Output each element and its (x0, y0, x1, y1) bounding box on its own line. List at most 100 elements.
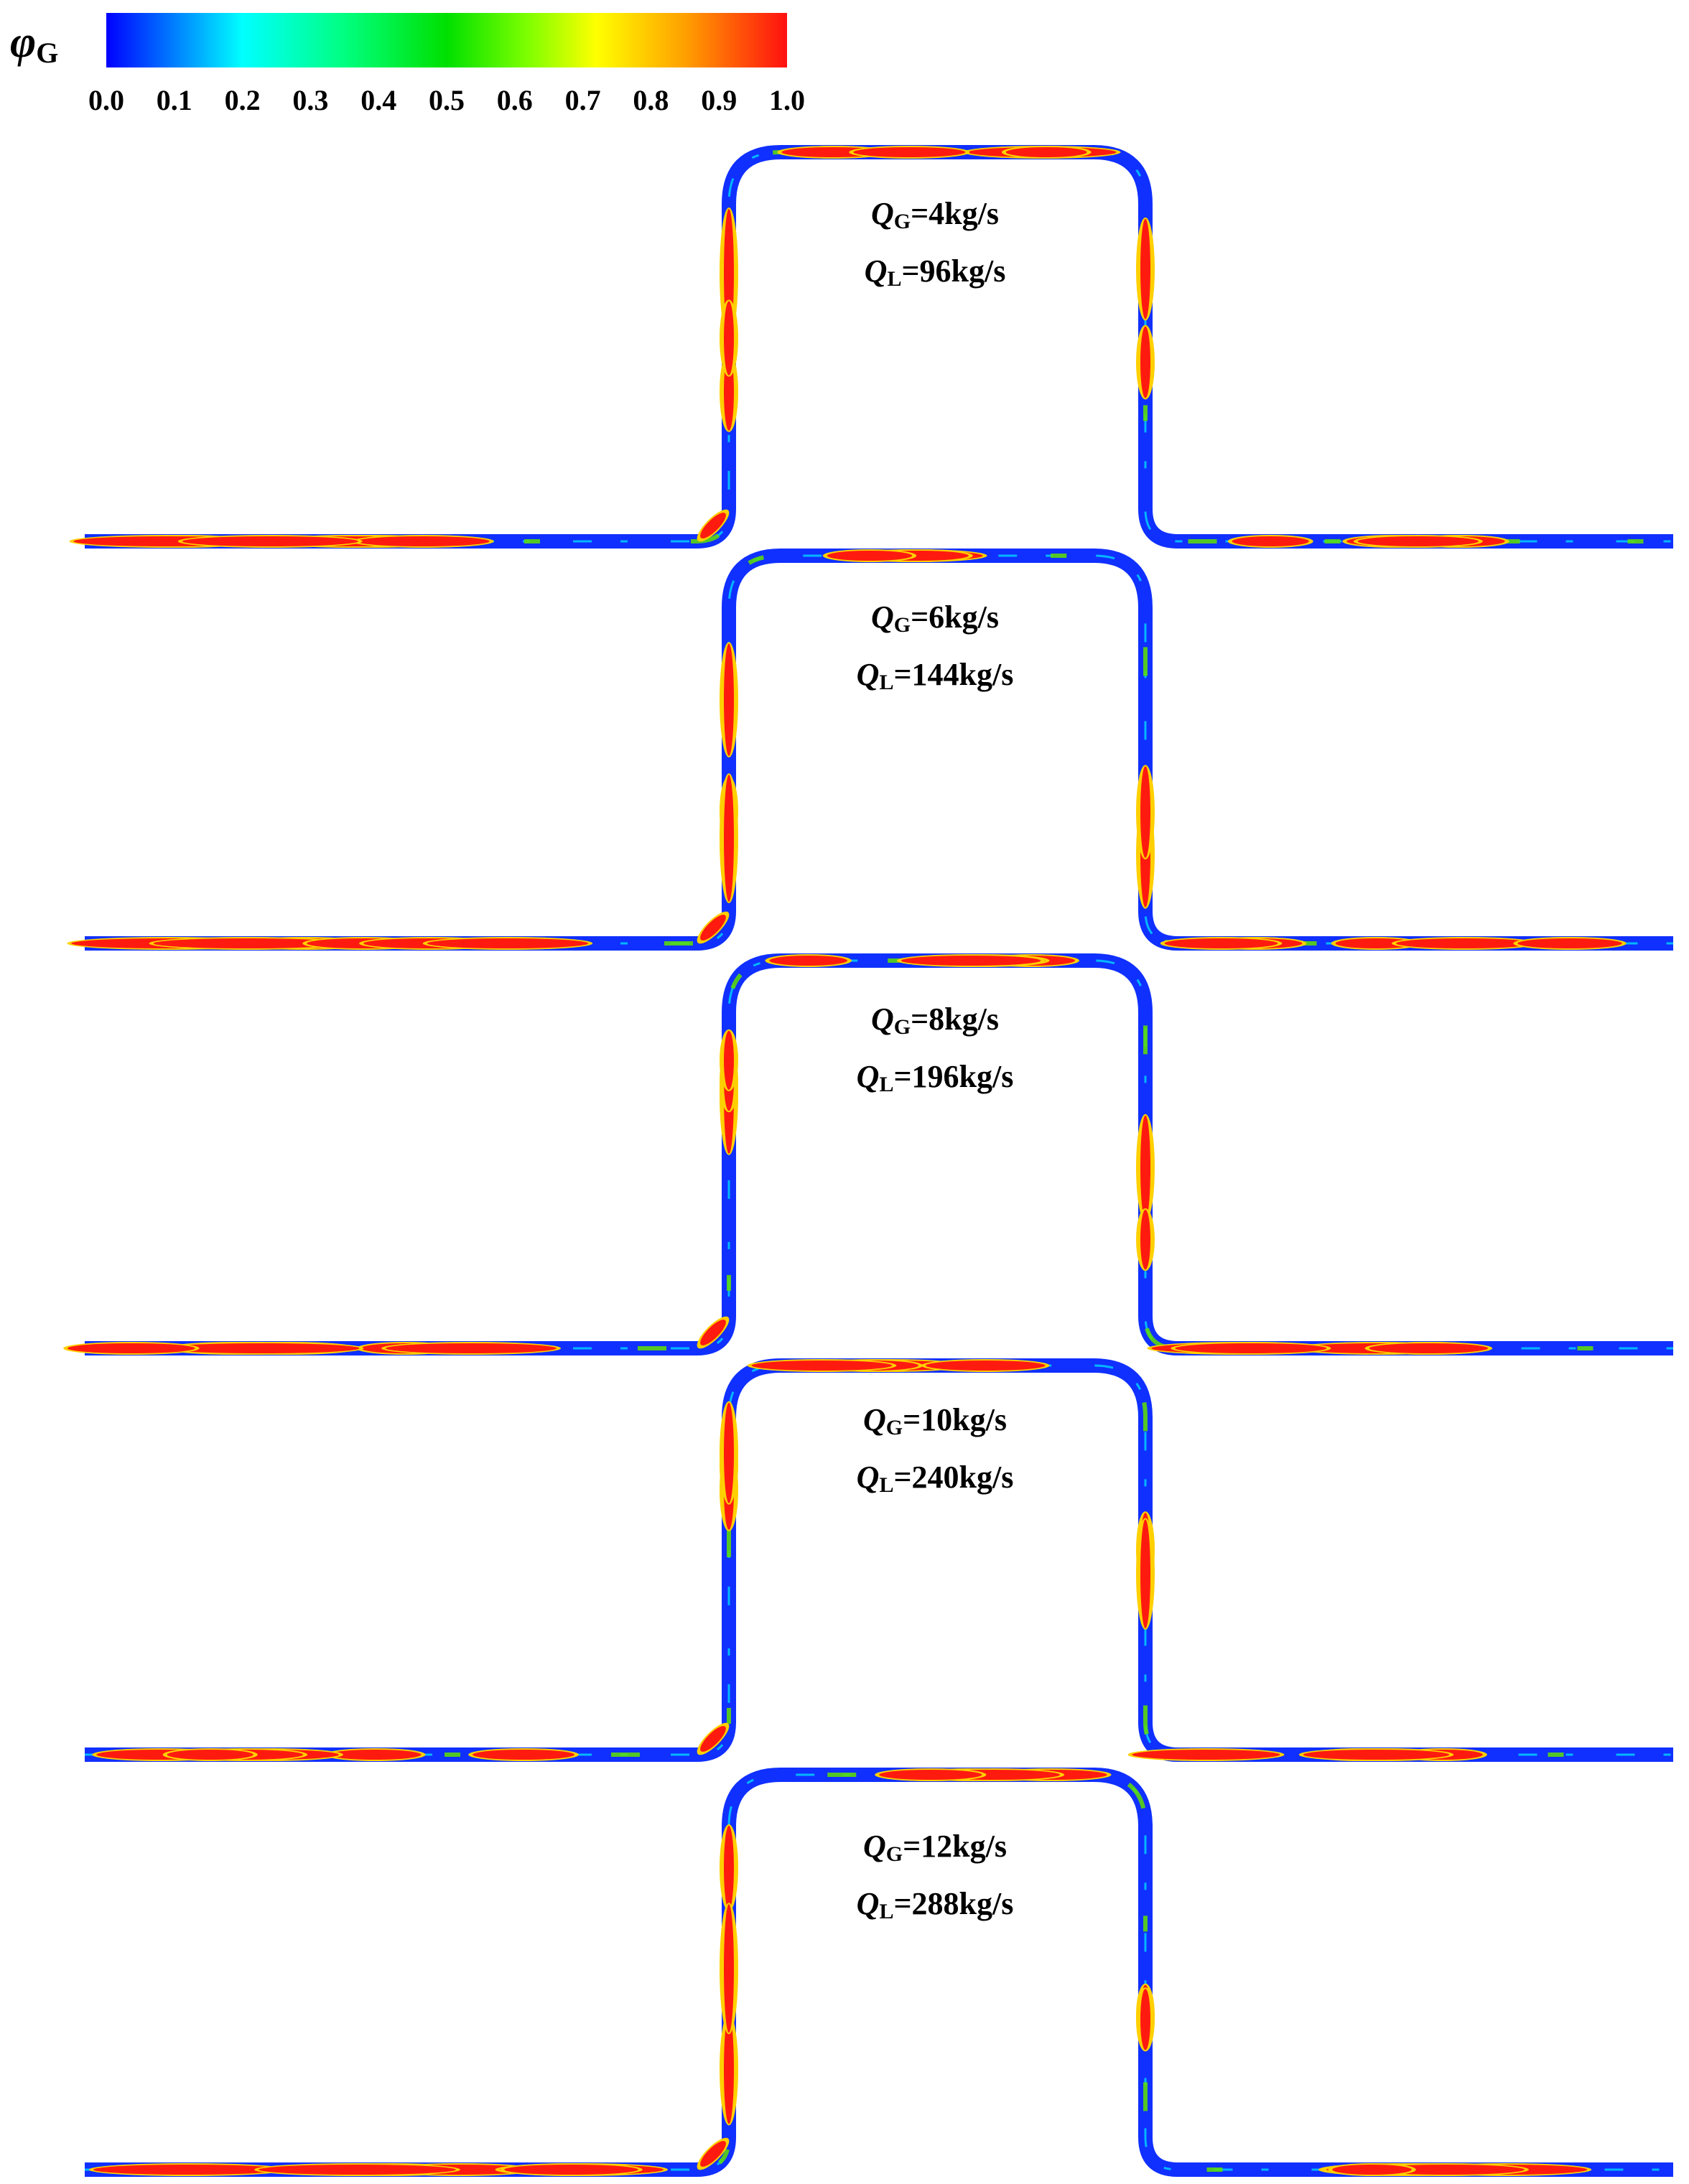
gas-pocket (329, 1750, 422, 1760)
gas-pocket (700, 513, 726, 538)
gas-pocket (1140, 1519, 1150, 1628)
gas-flow-label: QG=12kg/s (777, 1831, 1093, 1865)
gas-pocket (724, 1402, 734, 1503)
gas-subscript: G (893, 210, 911, 233)
gas-flow-label: QG=8kg/s (777, 1004, 1093, 1038)
gas-pocket (1517, 938, 1622, 948)
colorbar-tick-label: 0.4 (360, 84, 397, 116)
gas-pocket (724, 301, 734, 375)
liquid-flow-label: QL=144kg/s (777, 659, 1093, 694)
liquid-flow-label: QL=96kg/s (777, 256, 1093, 290)
liquid-symbol: Q (856, 1059, 880, 1094)
gas-subscript: G (885, 1842, 903, 1866)
liquid-subscript: L (879, 1900, 894, 1923)
colorbar-tick-label: 0.1 (156, 84, 192, 116)
gas-symbol: Q (862, 1829, 886, 1864)
gas-pocket (1232, 536, 1309, 546)
gas-pocket (427, 938, 589, 948)
gas-pocket (925, 1361, 1046, 1371)
gas-pocket (1005, 147, 1087, 157)
gas-pocket (1303, 1750, 1450, 1760)
gas-pocket (700, 1320, 726, 1345)
gas-pocket (1132, 1750, 1280, 1760)
gas-pocket (386, 1343, 557, 1353)
gas-subscript: G (885, 1416, 903, 1439)
gas-pocket (1332, 2165, 1412, 2175)
gas-pocket (504, 2165, 638, 2175)
colorbar-tick-label: 0.7 (564, 84, 601, 116)
gas-pocket (724, 643, 734, 757)
gas-pocket (167, 1750, 253, 1760)
colorbar-tick-label: 0.6 (496, 84, 533, 116)
gas-pocket (879, 1770, 982, 1780)
gas-pocket (473, 1750, 574, 1760)
liquid-value: =96kg/s (901, 253, 1006, 289)
gas-pocket (1140, 766, 1150, 858)
gas-symbol: Q (870, 1002, 894, 1037)
liquid-subscript: L (887, 267, 902, 291)
gas-subscript: G (893, 613, 911, 637)
gas-value: =6kg/s (911, 599, 999, 635)
gas-flow-label: QG=4kg/s (777, 198, 1093, 233)
gas-pocket (751, 1361, 893, 1371)
colorbar-tick-label: 0.8 (633, 84, 669, 116)
gas-pocket (769, 956, 847, 966)
gas-pocket (1140, 1989, 1150, 2050)
gas-pocket (1140, 1115, 1150, 1220)
liquid-subscript: L (879, 671, 894, 694)
gas-pocket (724, 1904, 734, 2033)
gas-pocket (724, 775, 734, 902)
liquid-subscript: L (879, 1473, 894, 1497)
colorbar-tick-label: 0.0 (88, 84, 124, 116)
pipe-contour-streak (85, 554, 1673, 945)
colorbar-symbol: φG (10, 20, 58, 67)
liquid-value: =288kg/s (893, 1886, 1014, 1921)
gas-pocket (1140, 218, 1150, 319)
gas-pocket (700, 915, 726, 941)
gas-pocket (355, 536, 490, 546)
liquid-symbol: Q (856, 1460, 880, 1495)
gas-flow-label: QG=10kg/s (777, 1404, 1093, 1439)
gas-pocket (1335, 938, 1417, 948)
gas-pocket (163, 1343, 360, 1353)
gas-pocket (1369, 1343, 1489, 1353)
gas-pocket (68, 1343, 195, 1353)
gas-pocket (853, 147, 966, 157)
pipe-contour-streak (85, 151, 1673, 543)
gas-pocket (724, 1030, 734, 1090)
pipe-contour-gas-fringe (85, 958, 1673, 1350)
liquid-flow-label: QL=288kg/s (777, 1888, 1093, 1923)
gas-value: =10kg/s (903, 1402, 1007, 1437)
liquid-flow-label: QL=196kg/s (777, 1061, 1093, 1096)
gas-pocket (724, 2015, 734, 2124)
gas-subscript: G (893, 1015, 911, 1039)
gas-pocket (901, 956, 1041, 966)
colorbar-symbol-main: φ (10, 18, 37, 67)
gas-flow-label: QG=6kg/s (777, 602, 1093, 636)
liquid-flow-label: QL=240kg/s (777, 1462, 1093, 1496)
liquid-value: =196kg/s (893, 1059, 1014, 1094)
gas-pocket (1164, 938, 1278, 948)
liquid-value: =144kg/s (893, 657, 1014, 692)
gas-value: =12kg/s (903, 1829, 1007, 1864)
gas-symbol: Q (870, 599, 894, 635)
colorbar-tick-label: 0.3 (292, 84, 329, 116)
pipe-contour-streak (85, 1364, 1673, 1756)
gas-pocket (1140, 326, 1150, 398)
colorbar-gradient (106, 13, 787, 67)
pipe-contour-gas-fringe (85, 1773, 1673, 2172)
gas-pocket (93, 2165, 283, 2175)
colorbar-tick-label: 0.5 (429, 84, 465, 116)
gas-pocket (153, 938, 342, 948)
gas-pocket (1175, 1343, 1327, 1353)
liquid-subscript: L (879, 1073, 894, 1096)
gas-pocket (700, 2141, 726, 2167)
gas-pocket (259, 2165, 456, 2175)
colorbar-tick-label: 1.0 (769, 84, 805, 116)
liquid-symbol: Q (864, 253, 888, 289)
gas-pocket (1396, 938, 1533, 948)
gas-value: =4kg/s (911, 196, 999, 231)
